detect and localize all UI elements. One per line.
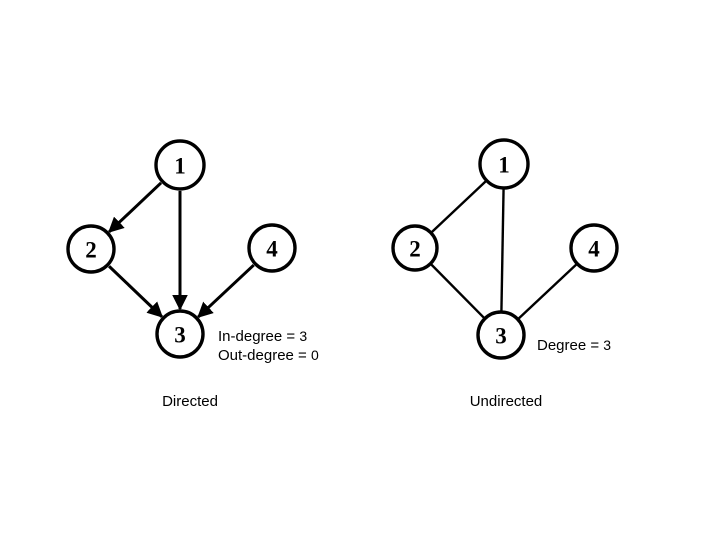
graph-edge [430,179,488,234]
graph-node-1[interactable] [154,139,206,191]
annotation-value: 0 [310,347,319,363]
graph-node-3[interactable] [155,309,205,359]
graph-edge [108,181,163,233]
node-label-1: 1 [174,153,186,179]
graph-caption-undirected-graph: Undirected [469,393,543,410]
node-label-3: 3 [174,322,186,348]
node-label-2: 2 [85,237,97,263]
graph-node-4[interactable] [569,223,619,273]
annotation-text: Out-degree = [218,347,311,364]
annotation-in-degree: In-degree = 3 [218,327,307,346]
graph-edge [500,188,505,312]
edges-group [108,179,578,320]
annotation-value: 3 [299,328,308,344]
annotation-text: In-degree = [218,328,300,345]
annotation-degree: Degree = 3 [537,336,611,355]
graph-node-1[interactable] [478,138,530,190]
graph-edge [429,263,486,320]
node-label-3: 3 [495,323,507,349]
annotation-value: 3 [603,337,612,353]
graph-node-4[interactable] [247,223,297,273]
graph-node-2[interactable] [391,224,439,272]
graph-edge [197,263,255,319]
graph-edge [108,265,164,318]
annotation-out-degree: Out-degree = 0 [218,346,319,365]
graph-edge [517,263,578,320]
graph-caption-directed-graph: Directed [162,393,218,410]
node-label-4: 4 [266,236,278,262]
annotation-text: Degree = [537,337,604,354]
node-label-2: 2 [409,236,421,262]
node-label-4: 4 [588,236,600,262]
graph-node-2[interactable] [66,224,116,274]
node-label-1: 1 [498,152,510,178]
graph-node-3[interactable] [476,310,526,360]
nodes-group [66,138,619,360]
